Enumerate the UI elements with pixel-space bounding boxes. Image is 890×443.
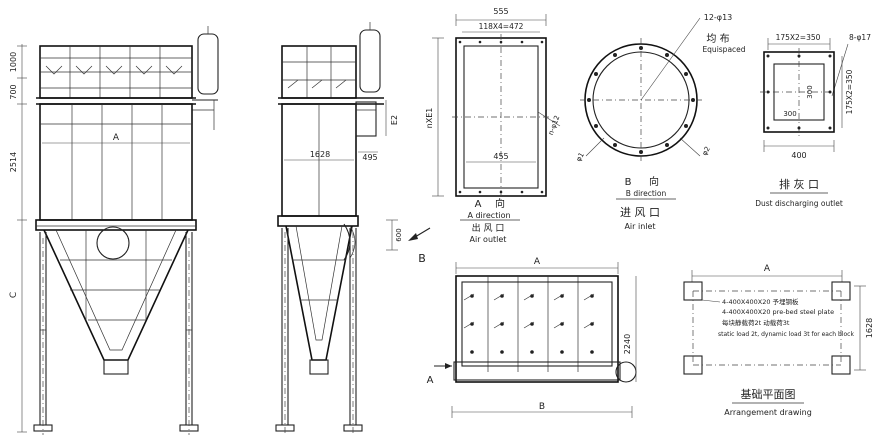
dust-dim-side: 175X2=350 (845, 69, 854, 114)
arr-name-cn: 基础平面图 (741, 388, 796, 401)
outlet-dim-472: 118X4=472 (479, 22, 524, 31)
plan-arrow-a: A (427, 375, 434, 386)
inlet-title-cn: 向 (649, 175, 659, 188)
side-dim-495: 495 (362, 153, 377, 162)
outlet-dim-555: 555 (493, 7, 508, 16)
inlet-direction-en: B direction (626, 189, 667, 198)
arr-note-en-1: 4-400X400X20 pre-bed steel plate (722, 308, 834, 316)
front-dim-c: C (9, 292, 19, 298)
dust-name-en: Dust discharging outlet (755, 199, 843, 208)
front-dim-2514: 2514 (9, 152, 18, 172)
arr-name-en: Arrangement drawing (724, 408, 812, 417)
outlet-dim-455: 455 (493, 152, 508, 161)
plan-dim-a: A (534, 257, 541, 267)
dust-dim-top: 175X2=350 (776, 33, 821, 42)
inlet-equi-cn: 均 布 (706, 33, 729, 45)
outlet-dim-nxe1: nXE1 (425, 108, 434, 129)
front-dim-1000: 1000 (9, 52, 18, 72)
side-elevation: 495 E2 1628 B 600 (275, 22, 431, 435)
arr-note-cn-1: 4-400X400X20 予埋钢板 (722, 297, 799, 306)
side-dim-e2: E2 (390, 115, 399, 125)
inlet-title-b: B (625, 177, 632, 188)
dust-hole-spec: 8-φ17 (849, 33, 871, 42)
plan-dim-2240: 2240 (623, 334, 632, 354)
side-arrow-b: B (418, 252, 426, 265)
front-dim-600: 600 (395, 228, 403, 241)
inlet-dia-1: φ1 (575, 151, 586, 163)
inlet-hole-spec: 12-φ13 (704, 13, 733, 22)
air-outlet-detail: 555 118X4=472 nXE1 n-φ12 455 A 向 A direc… (425, 7, 561, 244)
arr-dim-a: A (764, 264, 771, 274)
outlet-title-cn: 向 (495, 197, 505, 210)
plan-view: A 2240 A B (427, 257, 637, 418)
front-dim-a: A (113, 133, 120, 143)
dust-name-cn: 排 灰 口 (779, 177, 819, 191)
plan-dim-b: B (539, 402, 545, 412)
dust-inner-w: 300 (783, 110, 796, 118)
dust-outlet-detail: 175X2=350 8-φ17 300 300 175X2=350 400 排 … (755, 33, 871, 208)
inlet-equi-en: Equispaced (702, 45, 745, 54)
arrangement-drawing: A 4-400X400X20 予埋钢板 4-400X400X20 pre-bed… (683, 264, 874, 417)
outlet-name-en: Air outlet (470, 235, 507, 244)
inlet-dia-2: φ2 (701, 145, 712, 157)
air-inlet-detail: 12-φ13 均 布 Equispaced φ1 φ2 B 向 B direct… (575, 13, 746, 231)
outlet-name-cn: 出 风 口 (472, 222, 505, 234)
outlet-title-letter: A (475, 199, 482, 210)
outlet-direction-en: A direction (467, 211, 510, 220)
dust-dim-bottom: 400 (791, 151, 806, 160)
arr-dim-1628: 1628 (865, 318, 874, 338)
front-elevation: A 1000 700 2514 C (9, 26, 219, 435)
arr-note-en-2: static load 2t, dynamic load 3t for each… (718, 331, 854, 338)
dust-inner-h: 300 (806, 85, 814, 98)
arr-note-cn-2: 每块静载荷2t 动载荷3t (722, 318, 790, 327)
front-dim-700: 700 (9, 84, 18, 99)
inlet-name-en: Air inlet (624, 222, 655, 231)
inlet-name-cn: 进 风 口 (620, 206, 660, 219)
side-dim-1628: 1628 (310, 150, 330, 159)
